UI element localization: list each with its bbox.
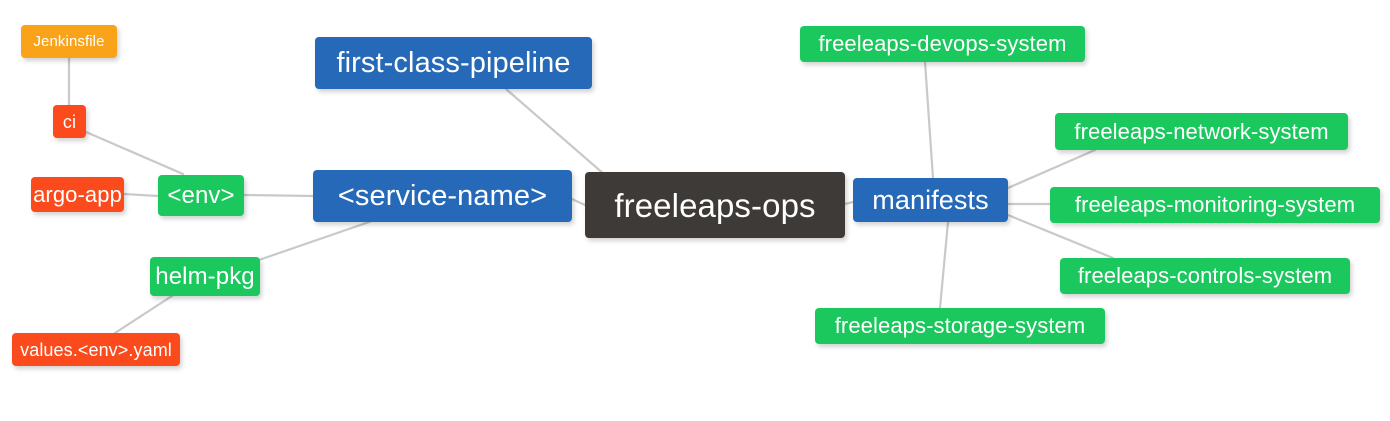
edge-root-manifests — [843, 200, 855, 206]
node-helm-pkg[interactable]: helm-pkg — [150, 257, 260, 296]
node-label: <service-name> — [337, 179, 548, 212]
node-label: values.<env>.yaml — [20, 339, 172, 360]
node-label: ci — [62, 111, 77, 132]
node-label: freeleaps-network-system — [1074, 118, 1329, 144]
edge-manifests-storage-system — [938, 220, 950, 310]
edge-helm-pkg-values-yaml — [113, 292, 177, 335]
node-manifests[interactable]: manifests — [853, 178, 1008, 222]
edge-root-service-name — [570, 197, 587, 207]
node-ci[interactable]: ci — [53, 105, 86, 138]
node-jenkinsfile[interactable]: Jenkinsfile — [21, 25, 117, 58]
node-service-name[interactable]: <service-name> — [313, 170, 572, 222]
node-label: helm-pkg — [155, 262, 255, 290]
edge-root-first-class-pipeline — [504, 87, 607, 177]
node-label: first-class-pipeline — [336, 46, 571, 79]
node-label: freeleaps-ops — [614, 186, 816, 224]
node-label: freeleaps-devops-system — [818, 31, 1067, 56]
node-label: freeleaps-monitoring-system — [1074, 192, 1356, 217]
node-first-class-pipeline[interactable]: first-class-pipeline — [315, 37, 592, 89]
node-freeleaps-devops-system[interactable]: freeleaps-devops-system — [800, 26, 1085, 62]
node-label: argo-app — [33, 181, 122, 207]
edge-env-ci — [84, 130, 185, 176]
edge-service-name-helm-pkg — [254, 219, 374, 263]
node-label: manifests — [872, 184, 989, 215]
edge-env-argo-app — [122, 192, 160, 198]
node-freeleaps-monitoring-system[interactable]: freeleaps-monitoring-system — [1050, 187, 1380, 223]
node-label: freeleaps-controls-system — [1077, 263, 1333, 288]
node-values-yaml[interactable]: values.<env>.yaml — [12, 333, 180, 366]
node-label: freeleaps-storage-system — [834, 313, 1086, 338]
node-freeleaps-controls-system[interactable]: freeleaps-controls-system — [1060, 258, 1350, 294]
node-argo-app[interactable]: argo-app — [31, 177, 124, 212]
node-freeleaps-network-system[interactable]: freeleaps-network-system — [1055, 113, 1348, 150]
node-label: Jenkinsfile — [33, 33, 105, 50]
node-freeleaps-storage-system[interactable]: freeleaps-storage-system — [815, 308, 1105, 344]
node-env[interactable]: <env> — [158, 175, 244, 216]
edge-manifests-network-system — [1006, 148, 1097, 190]
edge-service-name-env — [242, 193, 315, 198]
node-freeleaps-ops[interactable]: freeleaps-ops — [585, 172, 845, 238]
node-label: <env> — [167, 181, 235, 209]
edge-manifests-devops-system — [923, 60, 935, 180]
